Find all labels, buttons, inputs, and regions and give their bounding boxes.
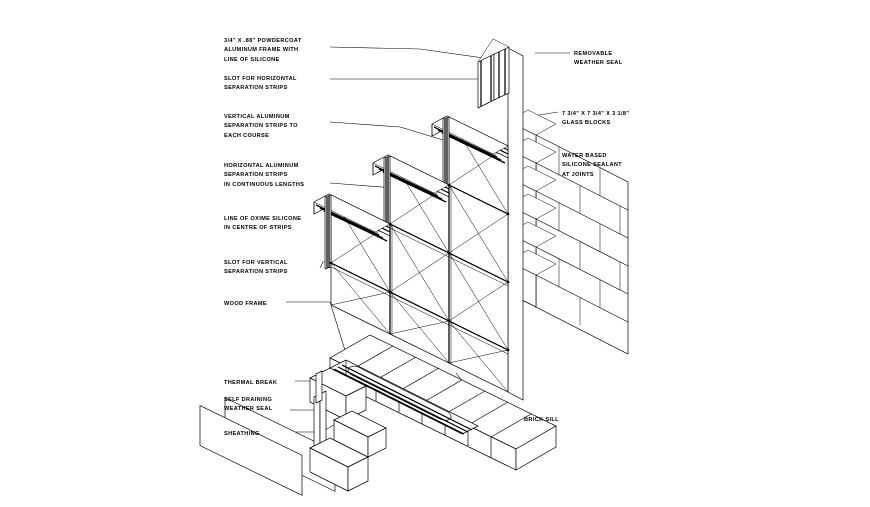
annotation-vertical-separation-strips: VERTICAL ALUMINUM SEPARATION STRIPS TO E… [224, 114, 298, 139]
lower-brick-course [199, 397, 336, 496]
wood-frame-assembly [309, 359, 479, 492]
annotation-self-draining-weather-seal: SELF DRAINING WEATHER SEAL [224, 397, 273, 413]
annotation-water-based-sealant: WATER BASED SILICONE SEALANT AT JOINTS [562, 153, 622, 178]
annotation-sheathing: SHEATHING [224, 431, 260, 437]
annotation-thermal-break: THERMAL BREAK [224, 380, 278, 386]
annotation-slot-horizontal-strips: SLOT FOR HORIZONTAL SEPARATION STRIPS [224, 76, 297, 92]
annotation-wood-frame: WOOD FRAME [224, 301, 267, 307]
annotation-slot-vertical-strips: SLOT FOR VERTICAL SEPARATION STRIPS [224, 260, 288, 276]
annotation-glass-blocks: 7 3/4" x 7 3/4" x 3 1/8" GLASS BLOCKS [562, 111, 630, 127]
annotation-horizontal-separation-strips: HORIZONTAL ALUMINUM SEPARATION STRIPS IN… [224, 163, 305, 188]
annotation-removable-weather-seal: REMOVABLE WEATHER SEAL [574, 51, 623, 67]
brick-wall [507, 109, 629, 355]
annotation-powdercoat-frame: 3/4" x .88" POWDERCOAT ALUMINUM FRAME WI… [224, 38, 302, 63]
annotation-brick-sill: BRICK SILL [524, 417, 559, 423]
annotation-oxime-silicone: LINE OF OXIME SILICONE IN CENTRE OF STRI… [224, 216, 302, 232]
glass-block-course-top [477, 38, 510, 109]
glass-block-wall [313, 38, 524, 401]
profile-hatching [313, 124, 433, 214]
